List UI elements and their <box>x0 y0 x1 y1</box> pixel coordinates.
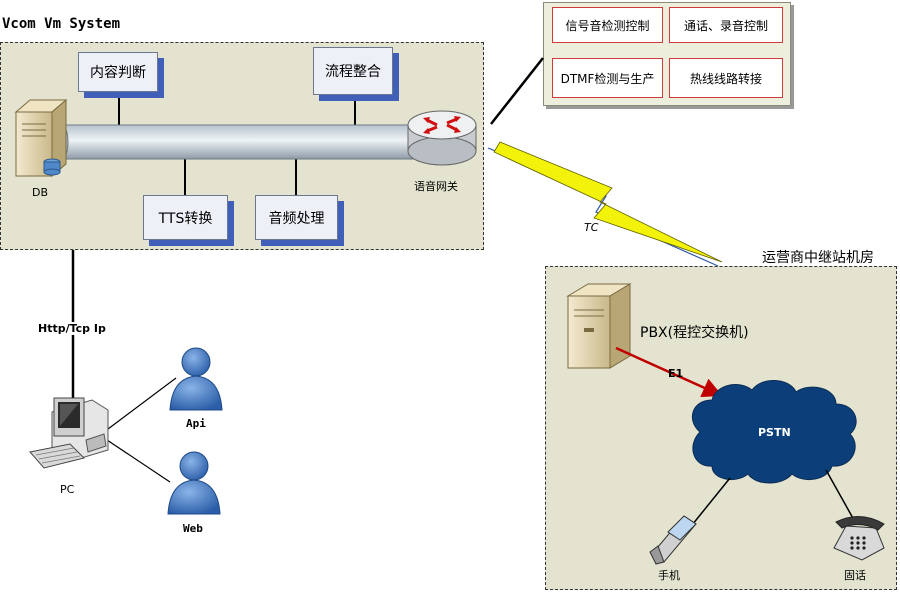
pc-user-lines <box>103 377 177 483</box>
pc-label: PC <box>60 483 75 496</box>
carrier-room-title: 运营商中继站机房 <box>762 250 874 266</box>
landline-phone-icon <box>833 516 885 561</box>
landline-label: 固话 <box>844 569 866 582</box>
tts-module: TTS转换 <box>143 195 228 240</box>
control-link-line <box>490 57 544 125</box>
api-user-icon <box>169 347 223 411</box>
web-user-icon <box>167 451 221 515</box>
http-label: Http/Tcp Ip <box>38 322 106 335</box>
control-item-signal-detect: 信号音检测控制 <box>552 7 663 43</box>
pc-icon <box>29 397 109 469</box>
mobile-label: 手机 <box>658 569 680 582</box>
system-title: Vcom Vm System <box>2 16 121 32</box>
pbx-server-icon <box>566 283 632 369</box>
e1-arrow <box>615 346 723 397</box>
db-label: DB <box>32 186 49 199</box>
tc-link <box>487 141 723 267</box>
control-item-call-record: 通话、录音控制 <box>669 7 783 43</box>
mobile-phone-icon <box>649 515 697 565</box>
audio-processing-module: 音频处理 <box>255 195 338 240</box>
pstn-phone-lines <box>687 469 855 531</box>
voice-gateway-icon <box>407 110 477 166</box>
content-judge-module: 内容判断 <box>78 52 158 92</box>
web-label: Web <box>183 522 203 535</box>
control-item-hotline-transfer: 热线线路转接 <box>669 58 783 98</box>
pstn-label: PSTN <box>758 426 791 439</box>
db-server-icon <box>14 98 68 178</box>
flow-integration-module: 流程整合 <box>313 47 393 95</box>
control-item-dtmf: DTMF检测与生产 <box>552 58 663 98</box>
api-label: Api <box>186 417 206 430</box>
tc-label: TC <box>584 221 599 234</box>
gateway-label: 语音网关 <box>414 180 458 193</box>
pbx-label: PBX(程控交换机) <box>640 325 749 341</box>
system-bus <box>55 124 423 160</box>
e1-label: E1 <box>668 367 684 380</box>
module-connectors <box>118 97 356 195</box>
pstn-cloud <box>691 380 857 484</box>
